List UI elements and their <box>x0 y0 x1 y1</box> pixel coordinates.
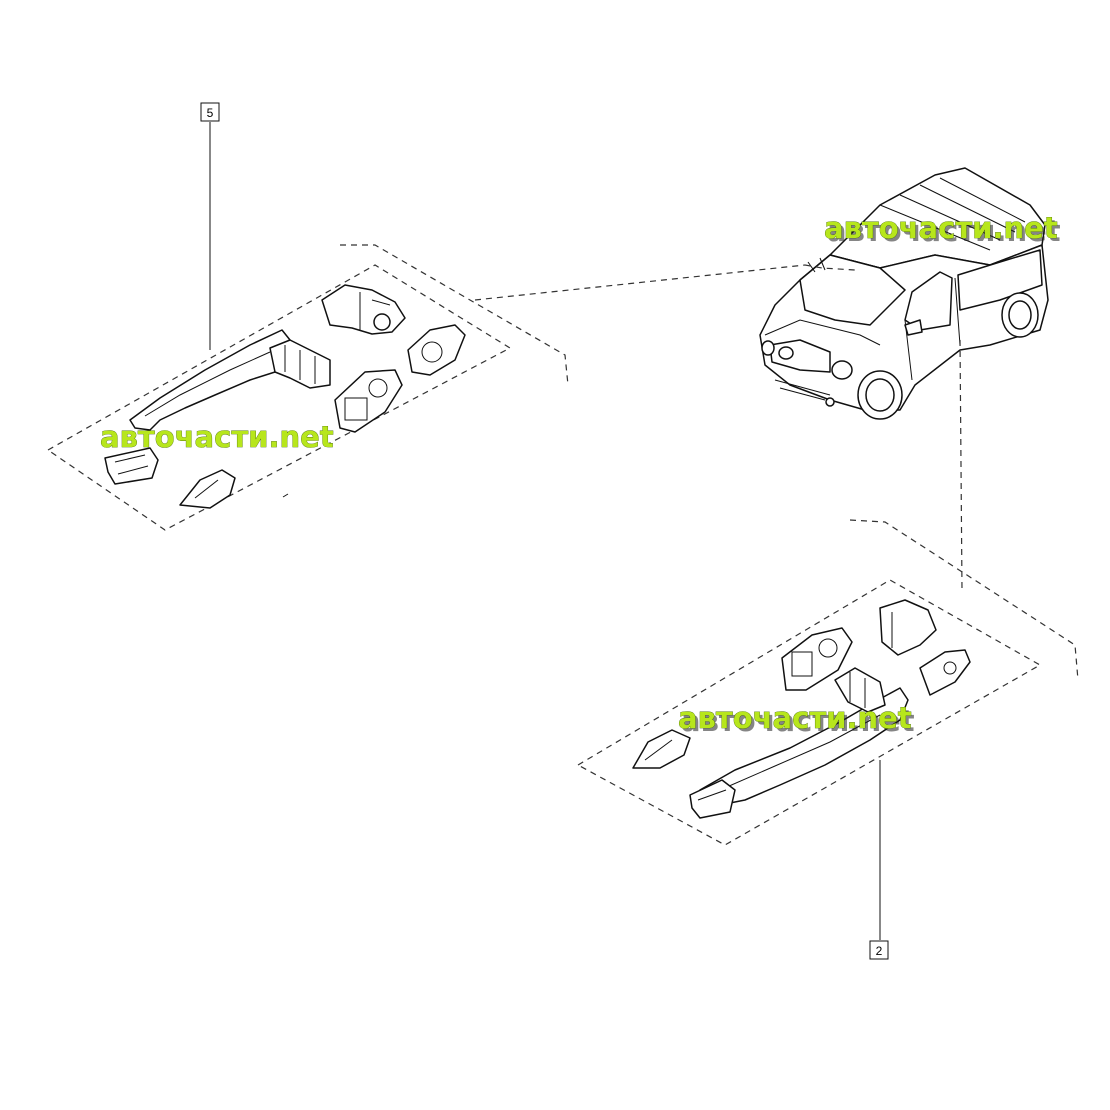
svg-text:авточасти.net: авточасти.net <box>827 214 1061 248</box>
callout-5-label: 5 <box>207 106 214 120</box>
svg-text:авточасти.net: авточасти.net <box>100 420 334 454</box>
svg-text:авточасти.net: авточасти.net <box>681 704 915 738</box>
door-handle-assembly-side <box>632 599 971 819</box>
watermark-bottom: авточасти.net авточасти.net <box>678 701 915 738</box>
watermark-top: авточасти.net авточасти.net <box>824 211 1061 248</box>
callout-5: 5 <box>200 102 220 350</box>
watermark-left: авточасти.net <box>100 420 334 455</box>
vehicle-illustration <box>759 167 1049 420</box>
svg-text:авточасти.net: авточасти.net <box>824 211 1058 245</box>
leader-lines <box>46 244 1079 846</box>
door-handle-assembly-front <box>104 284 466 509</box>
svg-text:авточасти.net: авточасти.net <box>678 701 912 735</box>
callout-2-label: 2 <box>876 944 883 958</box>
callout-2: 2 <box>869 760 889 960</box>
